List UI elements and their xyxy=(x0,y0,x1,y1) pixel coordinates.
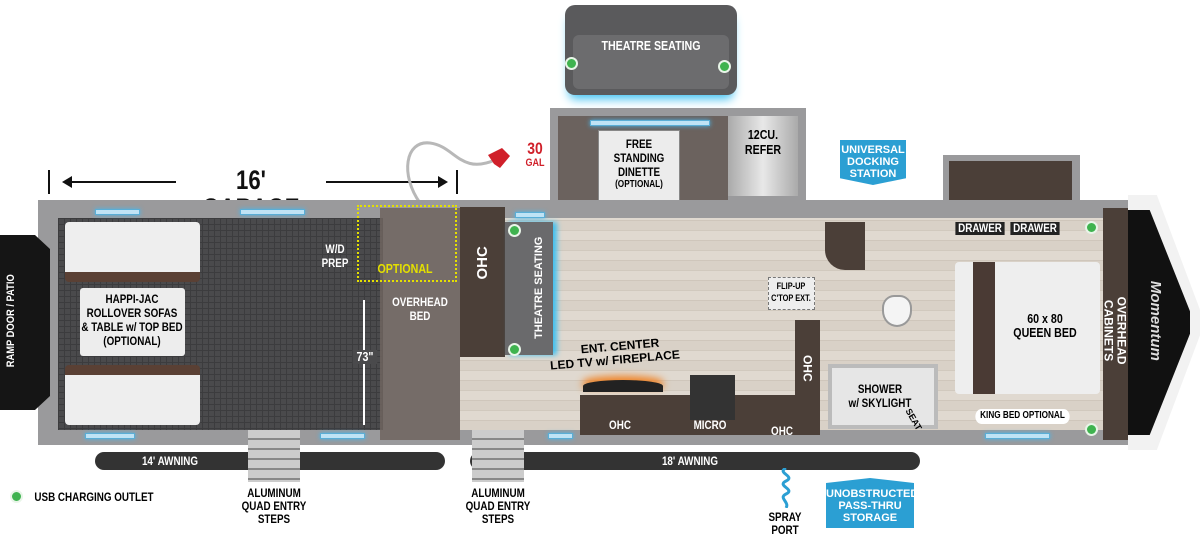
usb-outlet xyxy=(565,57,578,70)
ramp-door[interactable] xyxy=(0,235,50,410)
fuel-unit: GAL xyxy=(525,157,545,169)
entry-steps[interactable] xyxy=(472,430,524,482)
garage-dimension: 16' GARAGE xyxy=(48,166,458,222)
rollover-sofa-top xyxy=(65,222,200,282)
overhead-bed xyxy=(380,208,460,440)
theatre-seating-top: THEATRE SEATING xyxy=(565,5,737,95)
usb-outlet xyxy=(508,343,521,356)
spray-port-icon xyxy=(781,468,791,508)
entry-steps[interactable] xyxy=(248,430,300,482)
shower xyxy=(828,364,938,429)
toilet xyxy=(882,295,912,327)
queen-bed xyxy=(955,262,1100,394)
theatre-seating-side xyxy=(505,222,553,355)
brand-logo: Momentum xyxy=(1146,280,1164,361)
usb-outlet xyxy=(508,224,521,237)
awning-18ft xyxy=(470,452,920,470)
optional-wd-area xyxy=(357,205,457,282)
front-cap xyxy=(1128,195,1200,450)
overhead-cabinets xyxy=(1103,208,1128,440)
flip-up-countertop xyxy=(768,277,815,310)
fuel-amount: 30 xyxy=(527,139,543,158)
fireplace xyxy=(583,380,663,392)
usb-outlet xyxy=(718,60,731,73)
fuel-hose-icon xyxy=(406,141,510,204)
usb-legend-icon xyxy=(10,490,23,503)
usb-legend-label: USB CHARGING OUTLET xyxy=(34,490,154,504)
usb-outlet xyxy=(1085,423,1098,436)
ramp-door-label: RAMP DOOR / PATIO xyxy=(5,274,18,368)
usb-outlet xyxy=(1085,221,1098,234)
rollover-sofa-bottom xyxy=(65,365,200,425)
ohc-cabinet xyxy=(460,207,505,357)
dinette-slideout: FREE STANDING DINETTE (OPTIONAL) 12CU. R… xyxy=(550,108,806,218)
